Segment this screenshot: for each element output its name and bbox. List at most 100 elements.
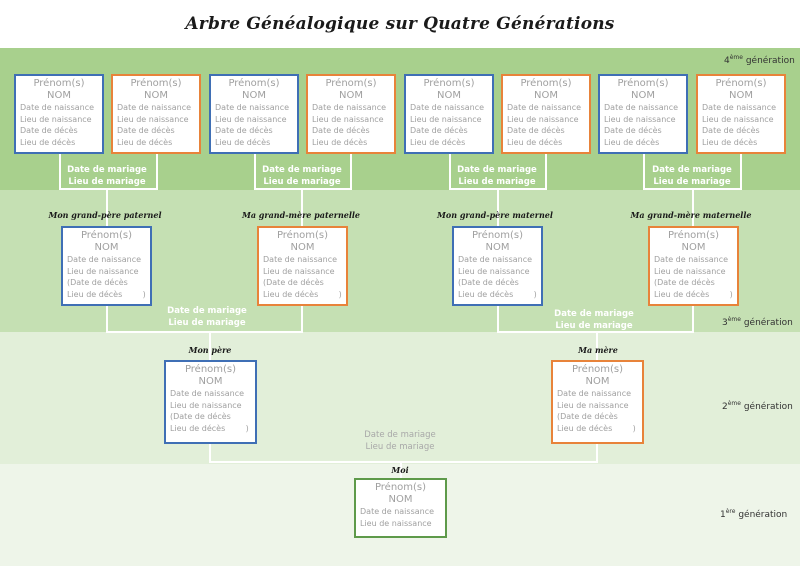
firstname-field: Prénom(s) bbox=[276, 230, 329, 241]
role-label-paternal-grandmother: Ma grand-mère paternelle bbox=[241, 210, 361, 220]
grandparent-card-male[interactable]: Prénom(s) NOM Date de naissance Lieu de … bbox=[61, 226, 152, 306]
ancestor-card-female[interactable]: Prénom(s) NOM Date de naissance Lieu de … bbox=[501, 74, 591, 154]
firstname-field: Prénom(s) bbox=[374, 482, 427, 493]
generation-4-label: 4ème génération bbox=[724, 54, 795, 66]
lastname-field: NOM bbox=[144, 90, 168, 101]
generation-1-label: 1ère génération bbox=[720, 508, 788, 520]
birth-place-field: Lieu de naissance bbox=[67, 266, 139, 276]
firstname-field: Prénom(s) bbox=[520, 78, 572, 89]
connector-line bbox=[106, 188, 108, 228]
parent-card-mother[interactable]: Prénom(s) NOM Date de naissance Lieu de … bbox=[551, 360, 644, 444]
birth-place-field: Lieu de naissance bbox=[557, 400, 629, 410]
death-place-field: Lieu de décès ) bbox=[654, 289, 733, 299]
firstname-field: Prénom(s) bbox=[667, 230, 720, 241]
connector-line bbox=[497, 304, 499, 332]
lastname-field: NOM bbox=[198, 376, 223, 387]
lastname-field: NOM bbox=[339, 90, 363, 101]
death-place-field: Lieu de décès bbox=[215, 137, 271, 147]
role-label-paternal-grandfather: Mon grand-père paternel bbox=[48, 210, 162, 220]
role-label-maternal-grandmother: Ma grand-mère maternelle bbox=[630, 210, 752, 220]
birth-place-field: Lieu de naissance bbox=[507, 114, 579, 124]
firstname-field: Prénom(s) bbox=[184, 364, 237, 375]
lastname-field: NOM bbox=[681, 242, 706, 253]
death-place-field: Lieu de décès bbox=[702, 137, 758, 147]
connector-line bbox=[301, 304, 303, 332]
ancestor-card-male[interactable]: Prénom(s) NOM Date de naissance Lieu de … bbox=[598, 74, 688, 154]
death-date-field: Date de décès bbox=[507, 126, 565, 135]
connector-line bbox=[400, 461, 402, 479]
birth-date-field: Date de naissance bbox=[702, 103, 777, 112]
connector-line bbox=[449, 153, 451, 189]
connector-line bbox=[692, 188, 694, 228]
death-place-field: Lieu de décès ) bbox=[557, 423, 636, 433]
ancestor-card-female[interactable]: Prénom(s) NOM Date de naissance Lieu de … bbox=[306, 74, 396, 154]
connector-line bbox=[596, 443, 598, 463]
birth-date-field: Date de naissance bbox=[67, 255, 142, 264]
self-card[interactable]: Prénom(s) NOM Date de naissance Lieu de … bbox=[354, 478, 447, 538]
death-date-field: Date de décès bbox=[20, 126, 78, 135]
connector-line bbox=[156, 153, 158, 189]
lastname-field: NOM bbox=[729, 90, 753, 101]
connector-line bbox=[106, 304, 108, 332]
grandparent-card-female[interactable]: Prénom(s) NOM Date de naissance Lieu de … bbox=[648, 226, 739, 306]
ancestor-card-male[interactable]: Prénom(s) NOM Date de naissance Lieu de … bbox=[209, 74, 299, 154]
birth-place-field: Lieu de naissance bbox=[410, 114, 482, 124]
ancestor-card-female[interactable]: Prénom(s) NOM Date de naissance Lieu de … bbox=[696, 74, 786, 154]
firstname-field: Prénom(s) bbox=[471, 230, 524, 241]
connector-line bbox=[59, 188, 158, 190]
death-place-field: Lieu de décès bbox=[507, 137, 563, 147]
death-date-field: Date de décès bbox=[604, 126, 662, 135]
connector-line bbox=[59, 153, 61, 189]
role-label-me: Moi bbox=[391, 465, 409, 475]
connector-line bbox=[209, 461, 598, 463]
lastname-field: NOM bbox=[631, 90, 655, 101]
birth-place-field: Lieu de naissance bbox=[458, 266, 530, 276]
birth-date-field: Date de naissance bbox=[215, 103, 290, 112]
connector-line bbox=[497, 188, 499, 228]
page-title: Arbre Généalogique sur Quatre Génération… bbox=[185, 14, 615, 34]
death-place-field: Lieu de décès ) bbox=[263, 289, 342, 299]
ancestor-card-female[interactable]: Prénom(s) NOM Date de naissance Lieu de … bbox=[111, 74, 201, 154]
death-date-field: Date de décès bbox=[312, 126, 370, 135]
lastname-field: NOM bbox=[94, 242, 119, 253]
birth-place-field: Lieu de naissance bbox=[20, 114, 92, 124]
ancestor-card-male[interactable]: Prénom(s) NOM Date de naissance Lieu de … bbox=[14, 74, 104, 154]
connector-line bbox=[692, 304, 694, 332]
death-place-field: Lieu de décès ) bbox=[458, 289, 537, 299]
birth-place-field: Lieu de naissance bbox=[170, 400, 242, 410]
role-label-father: Mon père bbox=[188, 345, 232, 355]
lastname-field: NOM bbox=[290, 242, 315, 253]
death-date-field: (Date de décès bbox=[654, 278, 715, 287]
role-label-mother: Ma mère bbox=[578, 345, 618, 355]
parent-card-father[interactable]: Prénom(s) NOM Date de naissance Lieu de … bbox=[164, 360, 257, 444]
birth-date-field: Date de naissance bbox=[360, 507, 435, 516]
death-date-field: (Date de décès bbox=[67, 278, 128, 287]
grandparent-card-female[interactable]: Prénom(s) NOM Date de naissance Lieu de … bbox=[257, 226, 348, 306]
connector-line bbox=[301, 188, 303, 228]
lastname-field: NOM bbox=[242, 90, 266, 101]
generation-2-band bbox=[0, 332, 800, 464]
grandparent-card-male[interactable]: Prénom(s) NOM Date de naissance Lieu de … bbox=[452, 226, 543, 306]
death-place-field: Lieu de décès ) bbox=[170, 423, 249, 433]
generation-2-label: 2ème génération bbox=[722, 400, 793, 412]
firstname-field: Prénom(s) bbox=[228, 78, 280, 89]
birth-date-field: Date de naissance bbox=[507, 103, 582, 112]
firstname-field: Prénom(s) bbox=[423, 78, 475, 89]
firstname-field: Prénom(s) bbox=[617, 78, 669, 89]
generation-3-label: 3ème génération bbox=[722, 316, 793, 328]
connector-line bbox=[209, 331, 211, 361]
birth-place-field: Lieu de naissance bbox=[604, 114, 676, 124]
lastname-field: NOM bbox=[437, 90, 461, 101]
connector-line bbox=[350, 153, 352, 189]
firstname-field: Prénom(s) bbox=[33, 78, 85, 89]
birth-date-field: Date de naissance bbox=[654, 255, 729, 264]
birth-place-field: Lieu de naissance bbox=[654, 266, 726, 276]
connector-line bbox=[643, 153, 645, 189]
ancestor-card-male[interactable]: Prénom(s) NOM Date de naissance Lieu de … bbox=[404, 74, 494, 154]
death-date-field: (Date de décès bbox=[458, 278, 519, 287]
